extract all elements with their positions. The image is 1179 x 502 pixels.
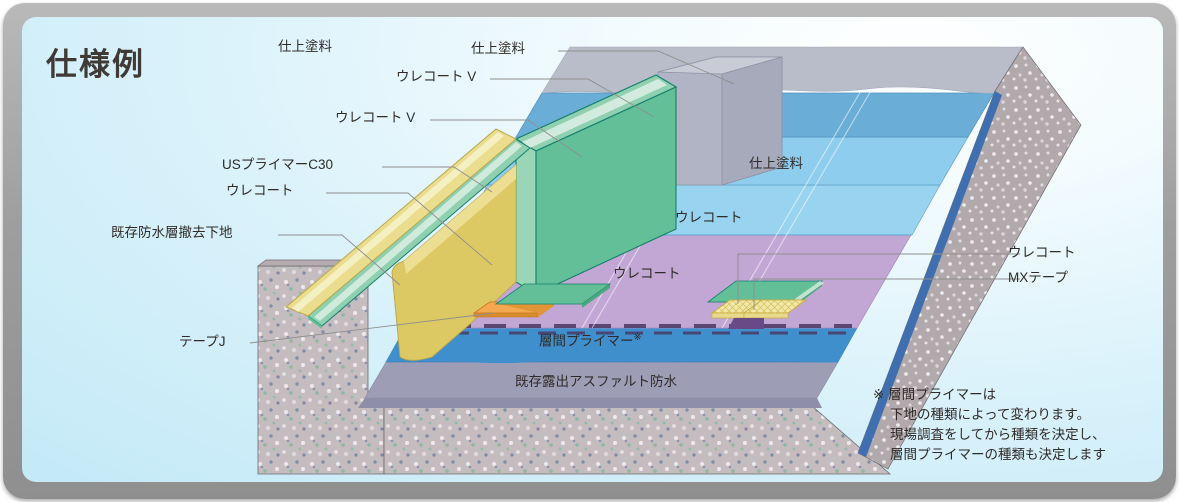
label-finish-top: 仕上塗料 [278,39,332,54]
label-urecoat-parapet: ウレコート [226,183,294,198]
label-finish-coat-deck: 仕上塗料 [749,156,803,171]
footnote: ※ 層間プライマーは 下地の種類によって変わります。 現場調査をしてから種類を決… [873,385,1106,465]
diagram-panel: 仕様例 仕上塗料 仕上塗料 ウレコート V ウレコート V USプライマーC30… [22,17,1163,482]
footnote-line-4: 層間プライマーの種類も決定します [890,446,1106,462]
label-interlayer-primer-text: 層間プライマー [539,333,634,349]
label-urecoat-deck-lower: ウレコート [613,266,681,281]
footnote-line-3: 現場調査をしてから種類を決定し、 [890,426,1106,442]
label-interlayer-primer: 層間プライマー※ [539,332,642,349]
footnote-text-1: 層間プライマーは [888,387,997,402]
label-urecoat-right: ウレコート [1008,245,1076,260]
footnote-mark: ※ [873,387,885,402]
label-us-primer-c30: USプライマーC30 [222,157,334,172]
label-existing-removed-base: 既存防水層撤去下地 [111,225,233,240]
footnote-line-2: 下地の種類によって変わります。 [890,406,1091,422]
label-urecoat-v-lower: ウレコート V [335,110,416,125]
label-urecoat-deck-upper: ウレコート [675,210,743,225]
label-existing-asphalt: 既存露出アスファルト防水 [515,374,677,389]
footnote-line-1: ※ 層間プライマーは [873,385,1106,405]
label-finish-coat-parapet: 仕上塗料 [471,41,525,56]
page-title: 仕様例 [46,47,145,82]
label-mx-tape: MXテープ [1008,270,1068,285]
asterisk-mark: ※ [633,332,642,343]
outer-frame: 仕様例 仕上塗料 仕上塗料 ウレコート V ウレコート V USプライマーC30… [3,3,1176,499]
label-urecoat-v-upper: ウレコート V [396,69,477,84]
isometric-drawing [22,17,1163,482]
label-tape-j: テープJ [179,334,226,349]
